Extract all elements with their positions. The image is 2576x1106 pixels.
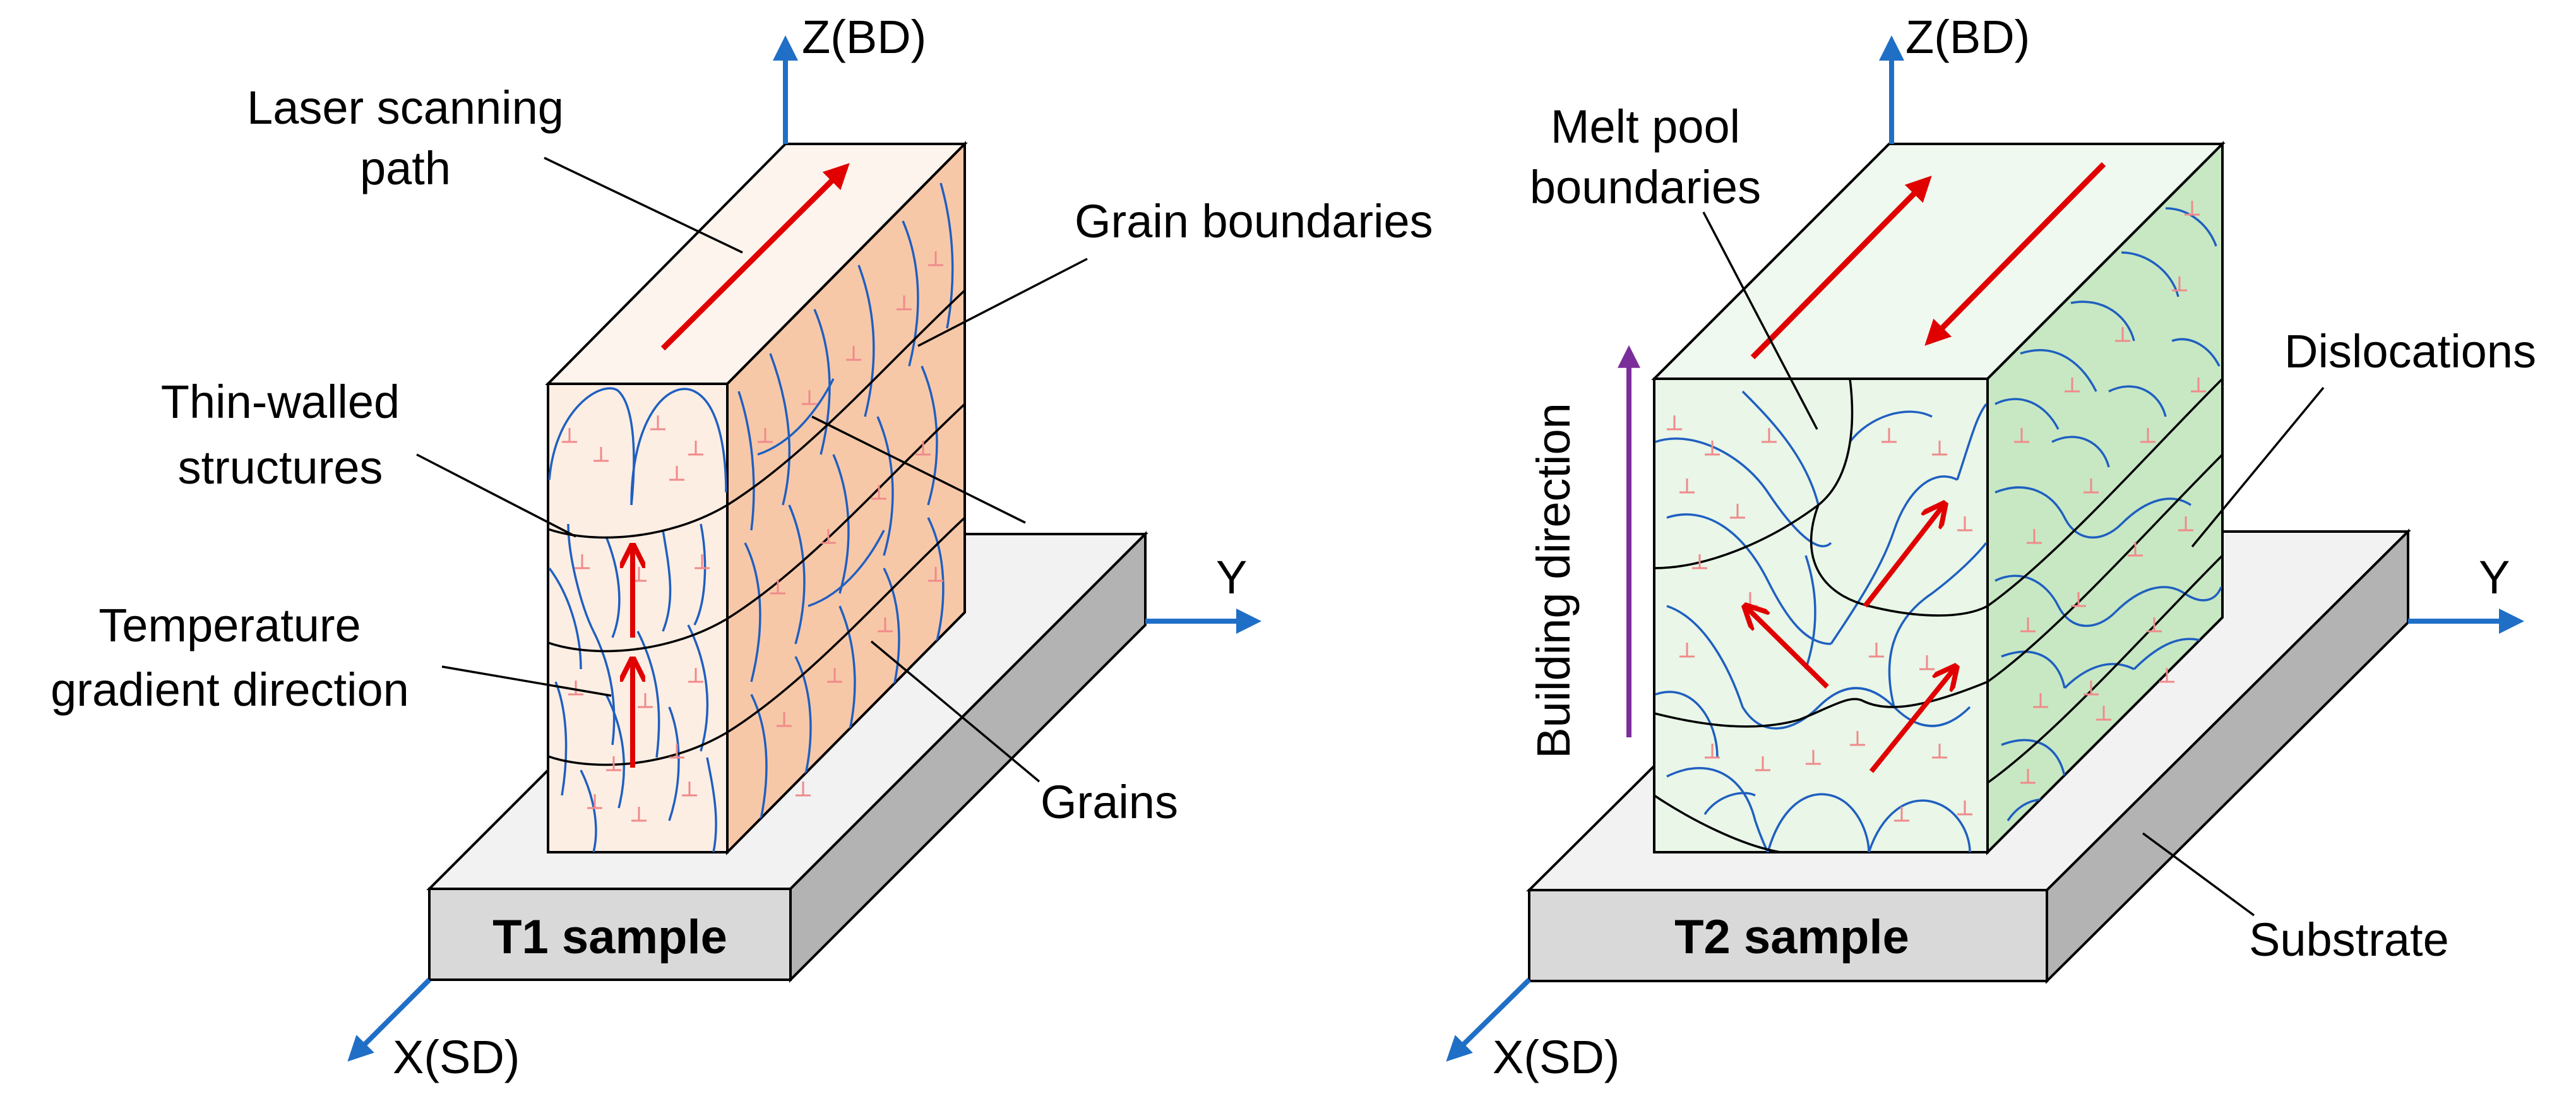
t1-axis-x: [347, 978, 431, 1062]
t1-leader-temp: [441, 665, 612, 697]
t1-leader-laser: [544, 157, 743, 254]
t2-label-substrate: Substrate: [2249, 913, 2449, 966]
t1-axis-x-label: X(SD): [393, 1031, 520, 1083]
t1-label-temp-line1: Temperature: [98, 599, 361, 651]
t2-label-melt-line2: boundaries: [1530, 161, 1761, 213]
t1-label-temp-line2: gradient direction: [51, 663, 409, 716]
t2-axis-y-label: Y: [2479, 551, 2510, 604]
t1-side-layers: [727, 289, 965, 734]
t1-axis-y-label: Y: [1216, 551, 1247, 604]
t2-label-melt-line1: Melt pool: [1551, 100, 1740, 153]
t1-block-front: [547, 383, 729, 853]
t2-gradient-arrow-3: [1869, 667, 1956, 773]
t1-label-laser-line2: path: [360, 142, 451, 194]
t1-axis-z-label: Z(BD): [802, 11, 926, 63]
t1-label-thin-line2: structures: [178, 441, 383, 494]
t1-laser-arrow: [660, 163, 850, 351]
t1-label-grains: Grains: [1041, 776, 1178, 828]
t2-axis-x-label: X(SD): [1493, 1031, 1619, 1083]
t2-laser-arrow-2: [1924, 162, 2106, 346]
t2-axis-x: [1446, 978, 1531, 1062]
t1-leader-grain-boundaries: [917, 258, 1088, 347]
t2-gradient-arrow-1: [1745, 606, 1829, 689]
t2-gradient-arrow-2: [1863, 504, 1945, 608]
t2-side-layers: [1988, 378, 2222, 784]
t1-leader-thin: [416, 453, 576, 538]
t2-leader-melt: [1702, 211, 1818, 430]
t2-leader-dislocations: [2191, 386, 2325, 548]
t1-front-grains: [548, 387, 727, 852]
left-panel: T1 sample: [51, 11, 1433, 1083]
t2-sample-label: T2 sample: [1674, 910, 1909, 964]
t2-label-building-direction: Building direction: [1527, 403, 1580, 759]
t1-block: [545, 141, 968, 855]
t1-leader-grains: [870, 640, 1041, 783]
t1-label-laser-line1: Laser scanning: [247, 81, 564, 134]
t1-label-thin-line1: Thin-walled: [161, 376, 400, 428]
t2-block: [1651, 141, 2226, 855]
t2-leader-substrate: [2142, 832, 2255, 917]
t2-front-layers: [1654, 379, 1988, 852]
t1-dislocations: [562, 251, 943, 822]
t1-substrate-front: [428, 888, 792, 981]
t1-front-layers: [548, 504, 727, 766]
t1-sample-label: T1 sample: [492, 910, 727, 964]
t2-axis-z-label: Z(BD): [1905, 11, 2030, 63]
t2-front-grains: [1655, 390, 1988, 852]
t2-label-dislocations: Dislocations: [2284, 325, 2536, 378]
t1-leader-gb-side: [811, 415, 1026, 524]
right-panel: T2 sample: [1446, 11, 2536, 1083]
t1-label-grain-boundaries: Grain boundaries: [1075, 195, 1433, 247]
t2-substrate-front: [1528, 889, 2048, 982]
t2-laser-arrow-1: [1750, 175, 1932, 360]
